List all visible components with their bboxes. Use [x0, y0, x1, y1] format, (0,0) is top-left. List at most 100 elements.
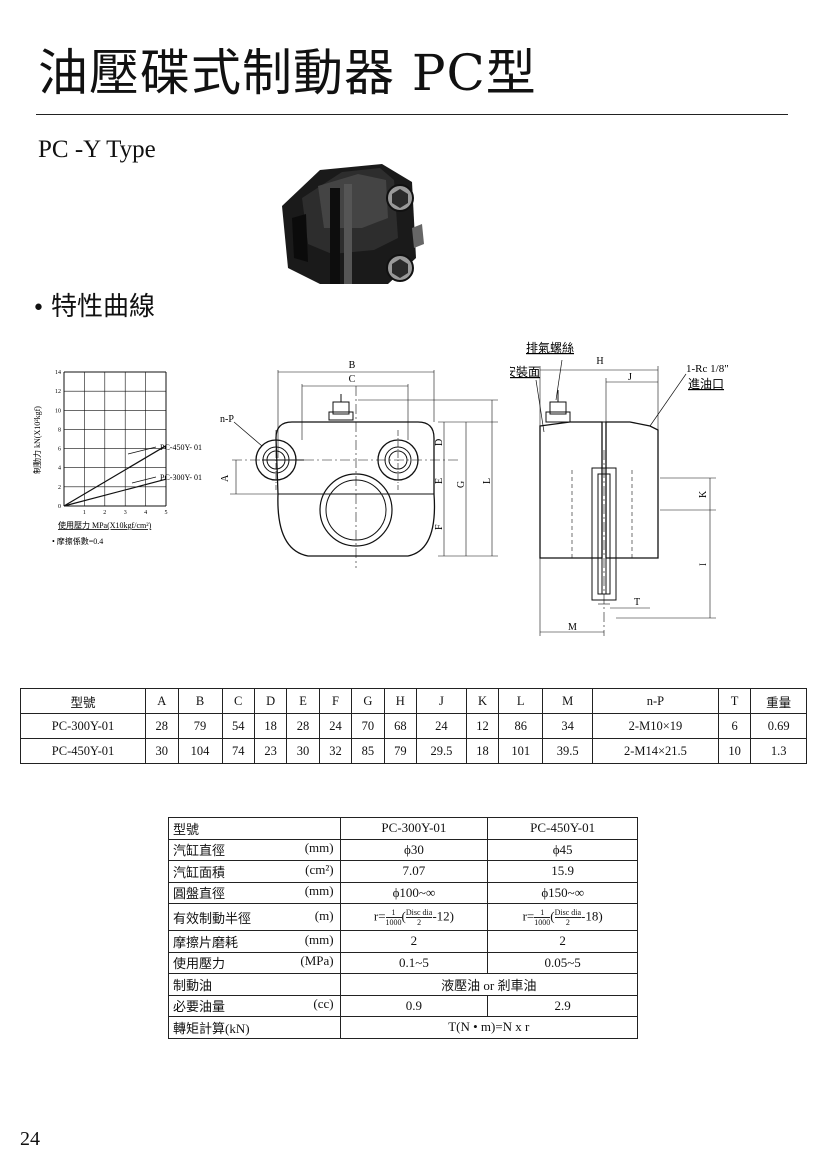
- fraction-denominator: 1000: [534, 917, 551, 927]
- dims-cell: 18: [465, 738, 500, 764]
- chart-ytick-label: 2: [58, 485, 61, 491]
- specs-row-unit: (m): [314, 907, 334, 923]
- side-view-drawing: H J K I T M 排氣螺絲 安裝面 1-Rc 1/8" 進油口: [510, 340, 729, 636]
- specs-row-unit: (MPa): [300, 953, 334, 969]
- dim-label-E: E: [434, 478, 445, 484]
- mounting-face-label: 安裝面: [510, 364, 540, 379]
- specs-row-label: 汽缸直徑: [173, 843, 226, 859]
- dims-header-cell: G: [351, 688, 385, 714]
- dims-cell: 6: [717, 713, 752, 739]
- dims-cell: 12: [465, 713, 500, 739]
- chart-ytick-label: 0: [58, 504, 61, 510]
- specs-header-col1: PC-300Y-01: [339, 817, 489, 840]
- specs-row-label: 摩擦片磨耗: [173, 934, 239, 950]
- dims-cell: 18: [253, 713, 288, 739]
- specs-cell: 0.1~5: [339, 951, 489, 974]
- dims-header-cell: 重量: [750, 688, 807, 714]
- front-view-drawing: B C n-P A D E F G L: [220, 360, 498, 568]
- specs-row-unit: (mm): [304, 883, 334, 899]
- dims-cell: 70: [351, 713, 385, 739]
- page-number: 24: [20, 1128, 40, 1150]
- specs-cell: 2: [339, 930, 489, 953]
- dims-cell: 32: [318, 738, 353, 764]
- specs-row-unit: (mm): [304, 840, 334, 856]
- formula-tail: -18): [581, 907, 603, 923]
- product-photo: [282, 164, 424, 284]
- chart-xtick-label: 3: [124, 510, 127, 516]
- chart-ytick-label: 10: [55, 408, 61, 414]
- dims-header-cell: L: [498, 688, 544, 714]
- chart-leader-300: [131, 476, 157, 484]
- specs-row-label: 制動油: [168, 973, 341, 996]
- dim-label-F: F: [434, 524, 445, 530]
- dims-header-cell: 型號: [19, 688, 147, 714]
- dim-label-A: A: [220, 474, 231, 482]
- specs-cell-merged: T(N • m)=N x r: [339, 1016, 639, 1039]
- specs-cell: 2.9: [487, 994, 638, 1017]
- dim-label-J: J: [628, 372, 632, 383]
- chart-ytick-label: 14: [55, 370, 61, 376]
- dims-cell: 29.5: [416, 738, 467, 764]
- fraction-numerator: 1: [385, 908, 402, 918]
- specs-row: 摩擦片磨耗(mm) 2 2: [168, 930, 638, 953]
- dim-label-G: G: [456, 481, 467, 488]
- specs-cell: ϕ150~∞: [487, 881, 638, 904]
- specs-row: 圓盤直徑 (mm) ϕ100~∞ ϕ150~∞: [168, 881, 638, 904]
- dims-cell: PC-300Y-01: [19, 713, 147, 739]
- formula-paren: (: [550, 907, 555, 923]
- dims-cell: 10: [717, 738, 752, 764]
- specs-cell: ϕ30: [339, 838, 489, 861]
- specs-row-unit: (cc): [313, 996, 334, 1012]
- chart-series-label-450: PC-450Y- 01: [160, 443, 202, 452]
- dims-header-cell: n-P: [592, 688, 719, 714]
- dims-cell: 101: [498, 738, 544, 764]
- specs-row-label: 圓盤直徑: [173, 886, 226, 902]
- specs-cell: 7.07: [339, 860, 489, 883]
- specs-row-torque: 轉矩計算(kN) T(N • m)=N x r: [168, 1016, 639, 1039]
- chart-series-line: [63, 478, 167, 507]
- chart-leader-450: [127, 446, 157, 455]
- specs-cell: 15.9: [487, 860, 638, 883]
- specs-cell: ϕ45: [487, 838, 638, 861]
- specs-cell: ϕ100~∞: [339, 881, 489, 904]
- specs-row-label: 汽缸面積: [173, 864, 226, 880]
- formula-prefix: r=: [373, 907, 386, 923]
- chart-ytick-label: 12: [55, 389, 61, 395]
- specs-row: 汽缸面積 (cm²) 7.07 15.9: [168, 860, 638, 883]
- dims-cell: 30: [286, 738, 320, 764]
- dim-label-I: I: [698, 563, 708, 566]
- chart-xtick-label: 5: [165, 510, 168, 516]
- chart-xtick-label: 2: [103, 510, 106, 516]
- fraction-numerator: Disc dia: [405, 907, 433, 918]
- dims-cell: 39.5: [542, 738, 594, 764]
- specs-row: 必要油量(cc) 0.9 2.9: [168, 994, 638, 1017]
- dim-label-K: K: [698, 490, 709, 498]
- dim-label-D: D: [434, 439, 445, 446]
- dims-header-cell: B: [177, 688, 223, 714]
- specs-cell: 2: [487, 930, 638, 953]
- specs-cell-merged: 液壓油 or 剎車油: [339, 973, 639, 996]
- specs-row-unit: (cm²): [305, 861, 334, 877]
- dim-label-B: B: [349, 360, 356, 371]
- specs-row-label: 有效制動半徑: [173, 910, 252, 926]
- fraction-numerator: Disc dia: [554, 907, 582, 918]
- dims-cell: 1.3: [750, 738, 807, 764]
- section-bullet: •: [32, 296, 45, 321]
- specs-header-col2: PC-450Y-01: [487, 817, 638, 840]
- dims-header-cell: K: [465, 688, 500, 714]
- dims-cell: 68: [383, 713, 418, 739]
- dim-label-M: M: [568, 622, 577, 633]
- chart-series-line: [63, 445, 167, 507]
- dims-cell: 54: [221, 713, 255, 739]
- dim-label-H: H: [596, 356, 603, 367]
- formula-prefix: r=: [522, 907, 535, 923]
- chart-xtick-label: 4: [144, 510, 147, 516]
- dims-cell: 104: [177, 738, 223, 764]
